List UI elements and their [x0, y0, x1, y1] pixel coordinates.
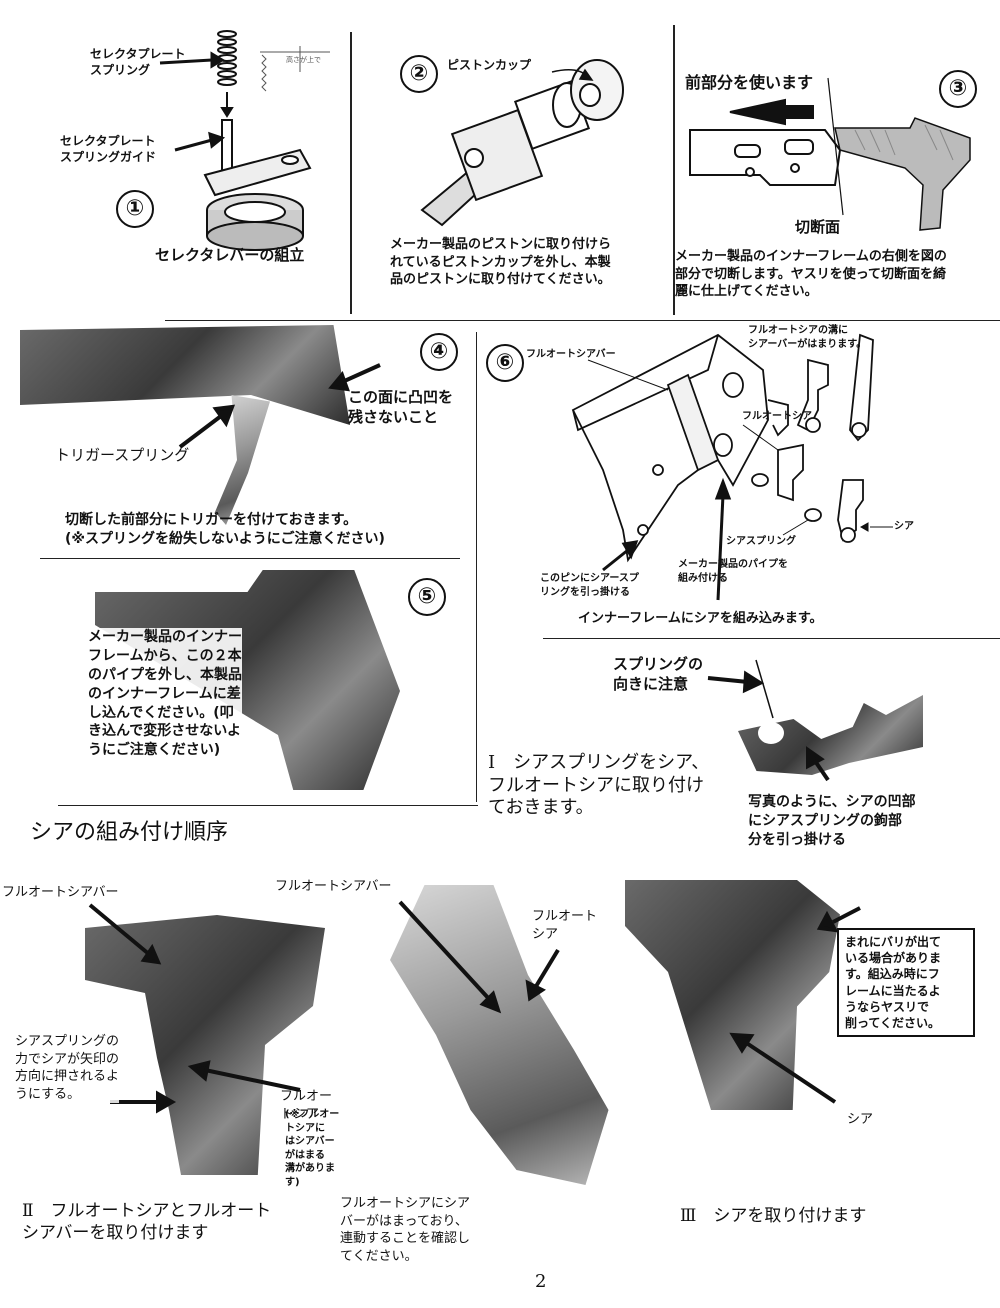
piston-cup-label: ピストンカップ	[447, 58, 532, 72]
stepI-photo-note: 写真のように、シアの凹部 にシアスプリングの鉤部 分を引っ掛ける	[748, 794, 916, 848]
sear-label: シア	[894, 521, 914, 532]
step1-panel: 高さが上で セレクタプレート スプリング セレクタプレート スプリングガイド ①…	[0, 0, 350, 310]
svg-text:高さが上で: 高さが上で	[286, 55, 321, 64]
pin-label: このピンにシアースプ リングを引っ掛ける	[540, 573, 639, 598]
pipe-label: メーカー製品のパイプを 組み付ける	[678, 559, 788, 584]
middle-full-auto-bar-label: フルオートシアバー	[275, 879, 392, 894]
sear-assembly-drawing	[571, 333, 893, 601]
step4-number: ④	[420, 333, 458, 371]
step2-number: ②	[400, 55, 438, 93]
stepI-panel: スプリングの 向きに注意 Ⅰ シアスプリングをシア、 フルオートシアに取り付け …	[478, 640, 1000, 860]
trigger-spring-label: トリガースプリング	[55, 446, 190, 464]
surface-flat-label: この面に凸凹を 残さないこと	[348, 388, 454, 427]
step6-caption: インナーフレームにシアを組み込みます。	[578, 611, 823, 626]
divider-4	[40, 558, 460, 559]
spring-orientation-label: スプリングの 向きに注意	[613, 655, 704, 694]
step6-number: ⑥	[486, 344, 524, 382]
piston-drawing	[420, 59, 624, 227]
sear-spring-label: シアスプリング	[726, 536, 796, 547]
divider-2	[673, 25, 675, 315]
divider-1	[350, 32, 352, 314]
stepIII-panel: まれにバリが出て いる場合がありま す。組込み時にフ レームに当たるよ うならヤ…	[615, 870, 1000, 1260]
step6-panel: ⑥ フルオートシアバー フルオートシアの溝に シアーバーがはまります。 フルオー…	[478, 325, 1000, 635]
stepII-full-auto-bar-label: フルオートシアバー	[2, 885, 119, 900]
middle-panel: フルオートシアバー フルオート シア フルオートシアにシア バーがはまっており、…	[275, 870, 630, 1280]
step1-number: ①	[116, 190, 154, 228]
step2-panel: ② ピストンカップ メーカー製品のピストンに取り付けら れているピストンカップを…	[352, 0, 672, 310]
stepII-text: Ⅱ フルオートシアとフルオート シアバーを取り付けます	[22, 1201, 272, 1244]
step3-number: ③	[939, 70, 977, 108]
step1-caption: セレクタレバーの組立	[155, 246, 305, 264]
step2-caption: メーカー製品のピストンに取り付けら れているピストンカップを外し、本製 品のピス…	[390, 237, 612, 288]
middle-arrows	[398, 900, 560, 1014]
burr-note: まれにバリが出て いる場合がありま す。組込み時にフ レームに当たるよ うならヤ…	[845, 935, 942, 1030]
cut-surface-label: 切断面	[795, 218, 841, 236]
groove-label: フルオートシアの溝に シアーバーがはまります。	[748, 325, 867, 350]
selector-lever-drawing: 高さが上で	[159, 30, 330, 251]
burr-note-box: まれにバリが出て いる場合がありま す。組込み時にフ レームに当たるよ うならヤ…	[837, 928, 975, 1038]
step5-panel: ⑤ メーカー製品のインナー フレームから、この２本 のパイプを外し、本製品 のイ…	[0, 560, 470, 800]
stepIII-text: Ⅲ シアを取り付けます	[680, 1206, 867, 1226]
section-title: シアの組み付け順序	[30, 820, 229, 845]
step4-arrows	[178, 363, 381, 449]
stepII-groove-note: (※フルオートシアに はシアバーがはまる 溝があります)	[285, 1109, 340, 1188]
inner-frame-cut-drawing	[689, 77, 971, 231]
selector-plate-spring-guide-label: セレクタプレート スプリングガイド	[60, 134, 157, 165]
use-front-label: 前部分を使います	[685, 73, 814, 92]
divider-5	[476, 332, 477, 802]
stepIII-sear-label: シア	[847, 1112, 874, 1127]
full-auto-sear-bar-label: フルオートシアバー	[526, 349, 616, 360]
full-auto-sear-label: フルオートシア	[742, 411, 812, 422]
selector-plate-spring-label: セレクタプレート スプリング	[90, 47, 186, 78]
page-number: 2	[535, 1271, 547, 1292]
divider-7	[543, 638, 1000, 639]
stepI-arrows	[707, 659, 830, 782]
stepII-spring-force-label: シアスプリングの 力でシアが矢印の 方向に押されるよ うにする。	[15, 1033, 120, 1104]
step4-caption: 切断した前部分にトリガーを付けておきます。 (※スプリングを紛失しないようにご注…	[65, 512, 385, 547]
stepII-panel: フルオートシアバー シアスプリングの 力でシアが矢印の 方向に押されるよ うにす…	[0, 870, 340, 1260]
middle-caption: フルオートシアにシア バーがはまっており、 連動することを確認し てください。	[340, 1196, 471, 1264]
divider-3	[165, 320, 1000, 321]
step5-number: ⑤	[408, 578, 446, 616]
middle-full-auto-sear-label: フルオート シア	[532, 909, 598, 942]
step4-panel: ④ この面に凸凹を 残さないこと トリガースプリング 切断した前部分にトリガーを…	[0, 325, 470, 550]
step3-caption: メーカー製品のインナーフレームの右側を図の 部分で切断します。ヤスリを使って切断…	[675, 249, 947, 300]
stepIII-arrows	[729, 906, 861, 1104]
step3-panel: 前部分を使います ③ 切断面 メーカー製品のインナーフレームの右側を図の 部分で…	[675, 0, 1000, 315]
stepI-text: Ⅰ シアスプリングをシア、 フルオートシアに取り付け ておきます。	[488, 752, 710, 818]
divider-6	[58, 805, 478, 806]
step5-caption: メーカー製品のインナー フレームから、この２本 のパイプを外し、本製品 のインナ…	[88, 628, 242, 761]
stepII-full-auto-sear-label: フルオートシア	[280, 1089, 333, 1122]
sear-spring-hole	[758, 722, 784, 744]
